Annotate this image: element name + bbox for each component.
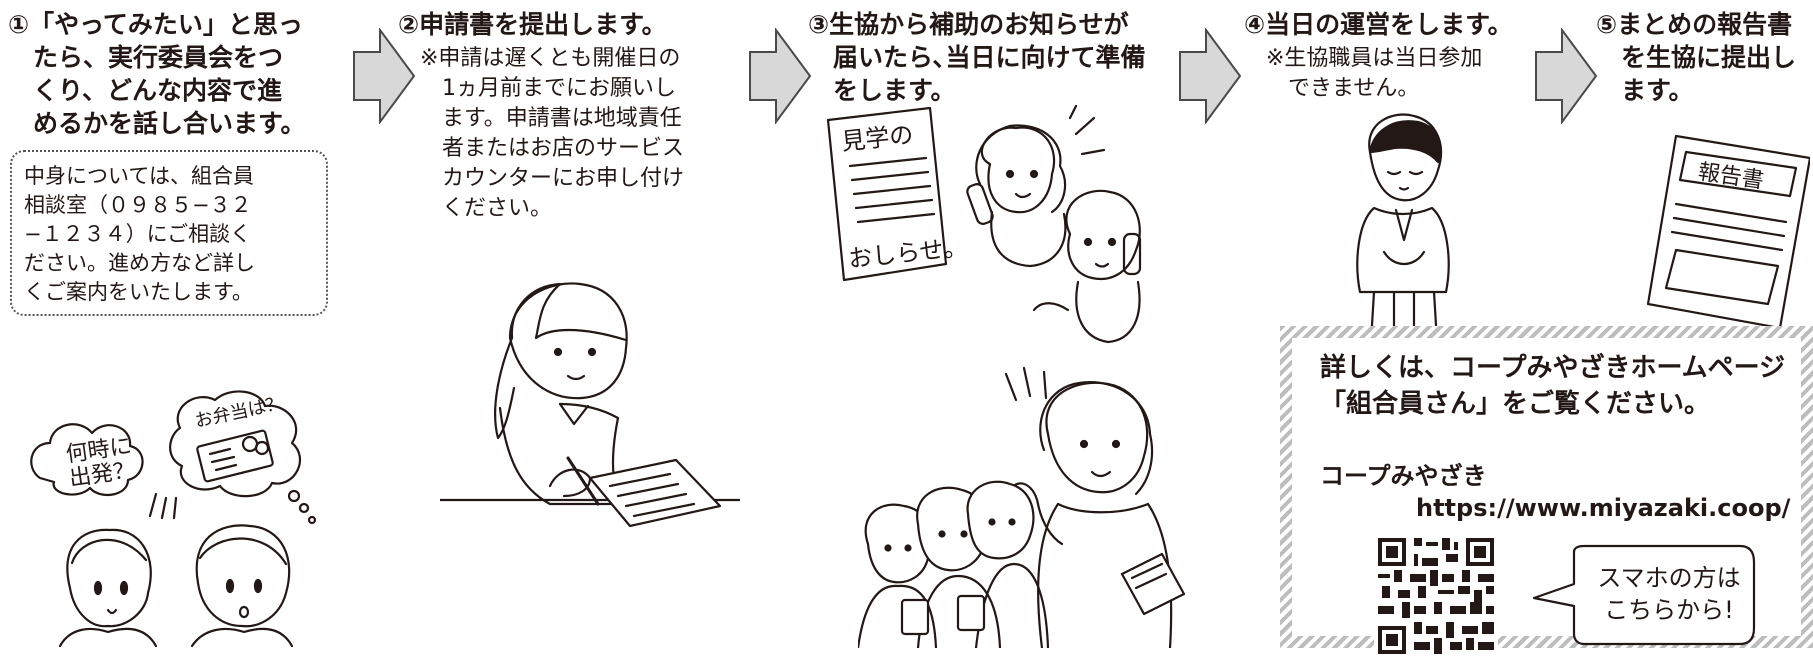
group-women-illustration (856, 364, 1188, 650)
qr-code[interactable] (1374, 534, 1498, 658)
step-4-title: ④当日の運営をします。 (1244, 10, 1513, 39)
step-5-text: ⑤まとめの報告書 を生協に提出し ます。 (1596, 10, 1797, 105)
step-3-text: ③生協から補助のお知らせが 届いたら､当日に向けて準備 をします。 (808, 10, 1146, 105)
step-4-note: ※生協職員は当日参加 できません。 (1266, 46, 1483, 101)
info-heading: 詳しくは、コープみやざきホームページ 「組合員さん」をご覧ください。 (1320, 353, 1786, 419)
step-2-title: ②申請書を提出します。 (398, 10, 667, 39)
woman-writing-illustration (438, 268, 742, 538)
step-1-text: ①「やってみたい」と思っ たら、実行委員会をつ くり、どんな内容で進 めるかを話… (8, 10, 306, 138)
smartphone-speech-bubble: スマホの方は こちらから! (1528, 544, 1758, 648)
arrow-right-icon (1178, 28, 1242, 124)
info-box: 詳しくは、コープみやざきホームページ 「組合員さん」をご覧ください。 コープみや… (1280, 326, 1813, 658)
phone-notice-illustration: 見学の おしらせ。 (820, 104, 1150, 354)
arrow-right-icon (748, 28, 812, 124)
arrow-right-icon (352, 28, 416, 124)
bubble-time-line1: 何時に出発？ (64, 434, 136, 492)
consult-box: 中身については、組合員 相談室（０９８５−３２ −１２３４）にご相談く ださい。… (10, 150, 328, 316)
report-document-illustration: 報告書 (1646, 132, 1812, 330)
smartphone-bubble-text: スマホの方は こちらから! (1597, 564, 1741, 624)
two-women-planning-illustration: 何時に出発？ お弁当は？ (20, 388, 340, 648)
org-name: コープみやざき (1320, 462, 1487, 490)
homepage-url[interactable]: https://www.miyazaki.coop/ (1416, 494, 1791, 522)
arrow-right-icon (1534, 28, 1598, 124)
bowing-staff-illustration (1334, 112, 1474, 362)
step-2-note: ※申請は遅くとも開催日の 1ヵ月前までにお願いし ます。申請書は地域責任 者また… (420, 46, 685, 221)
